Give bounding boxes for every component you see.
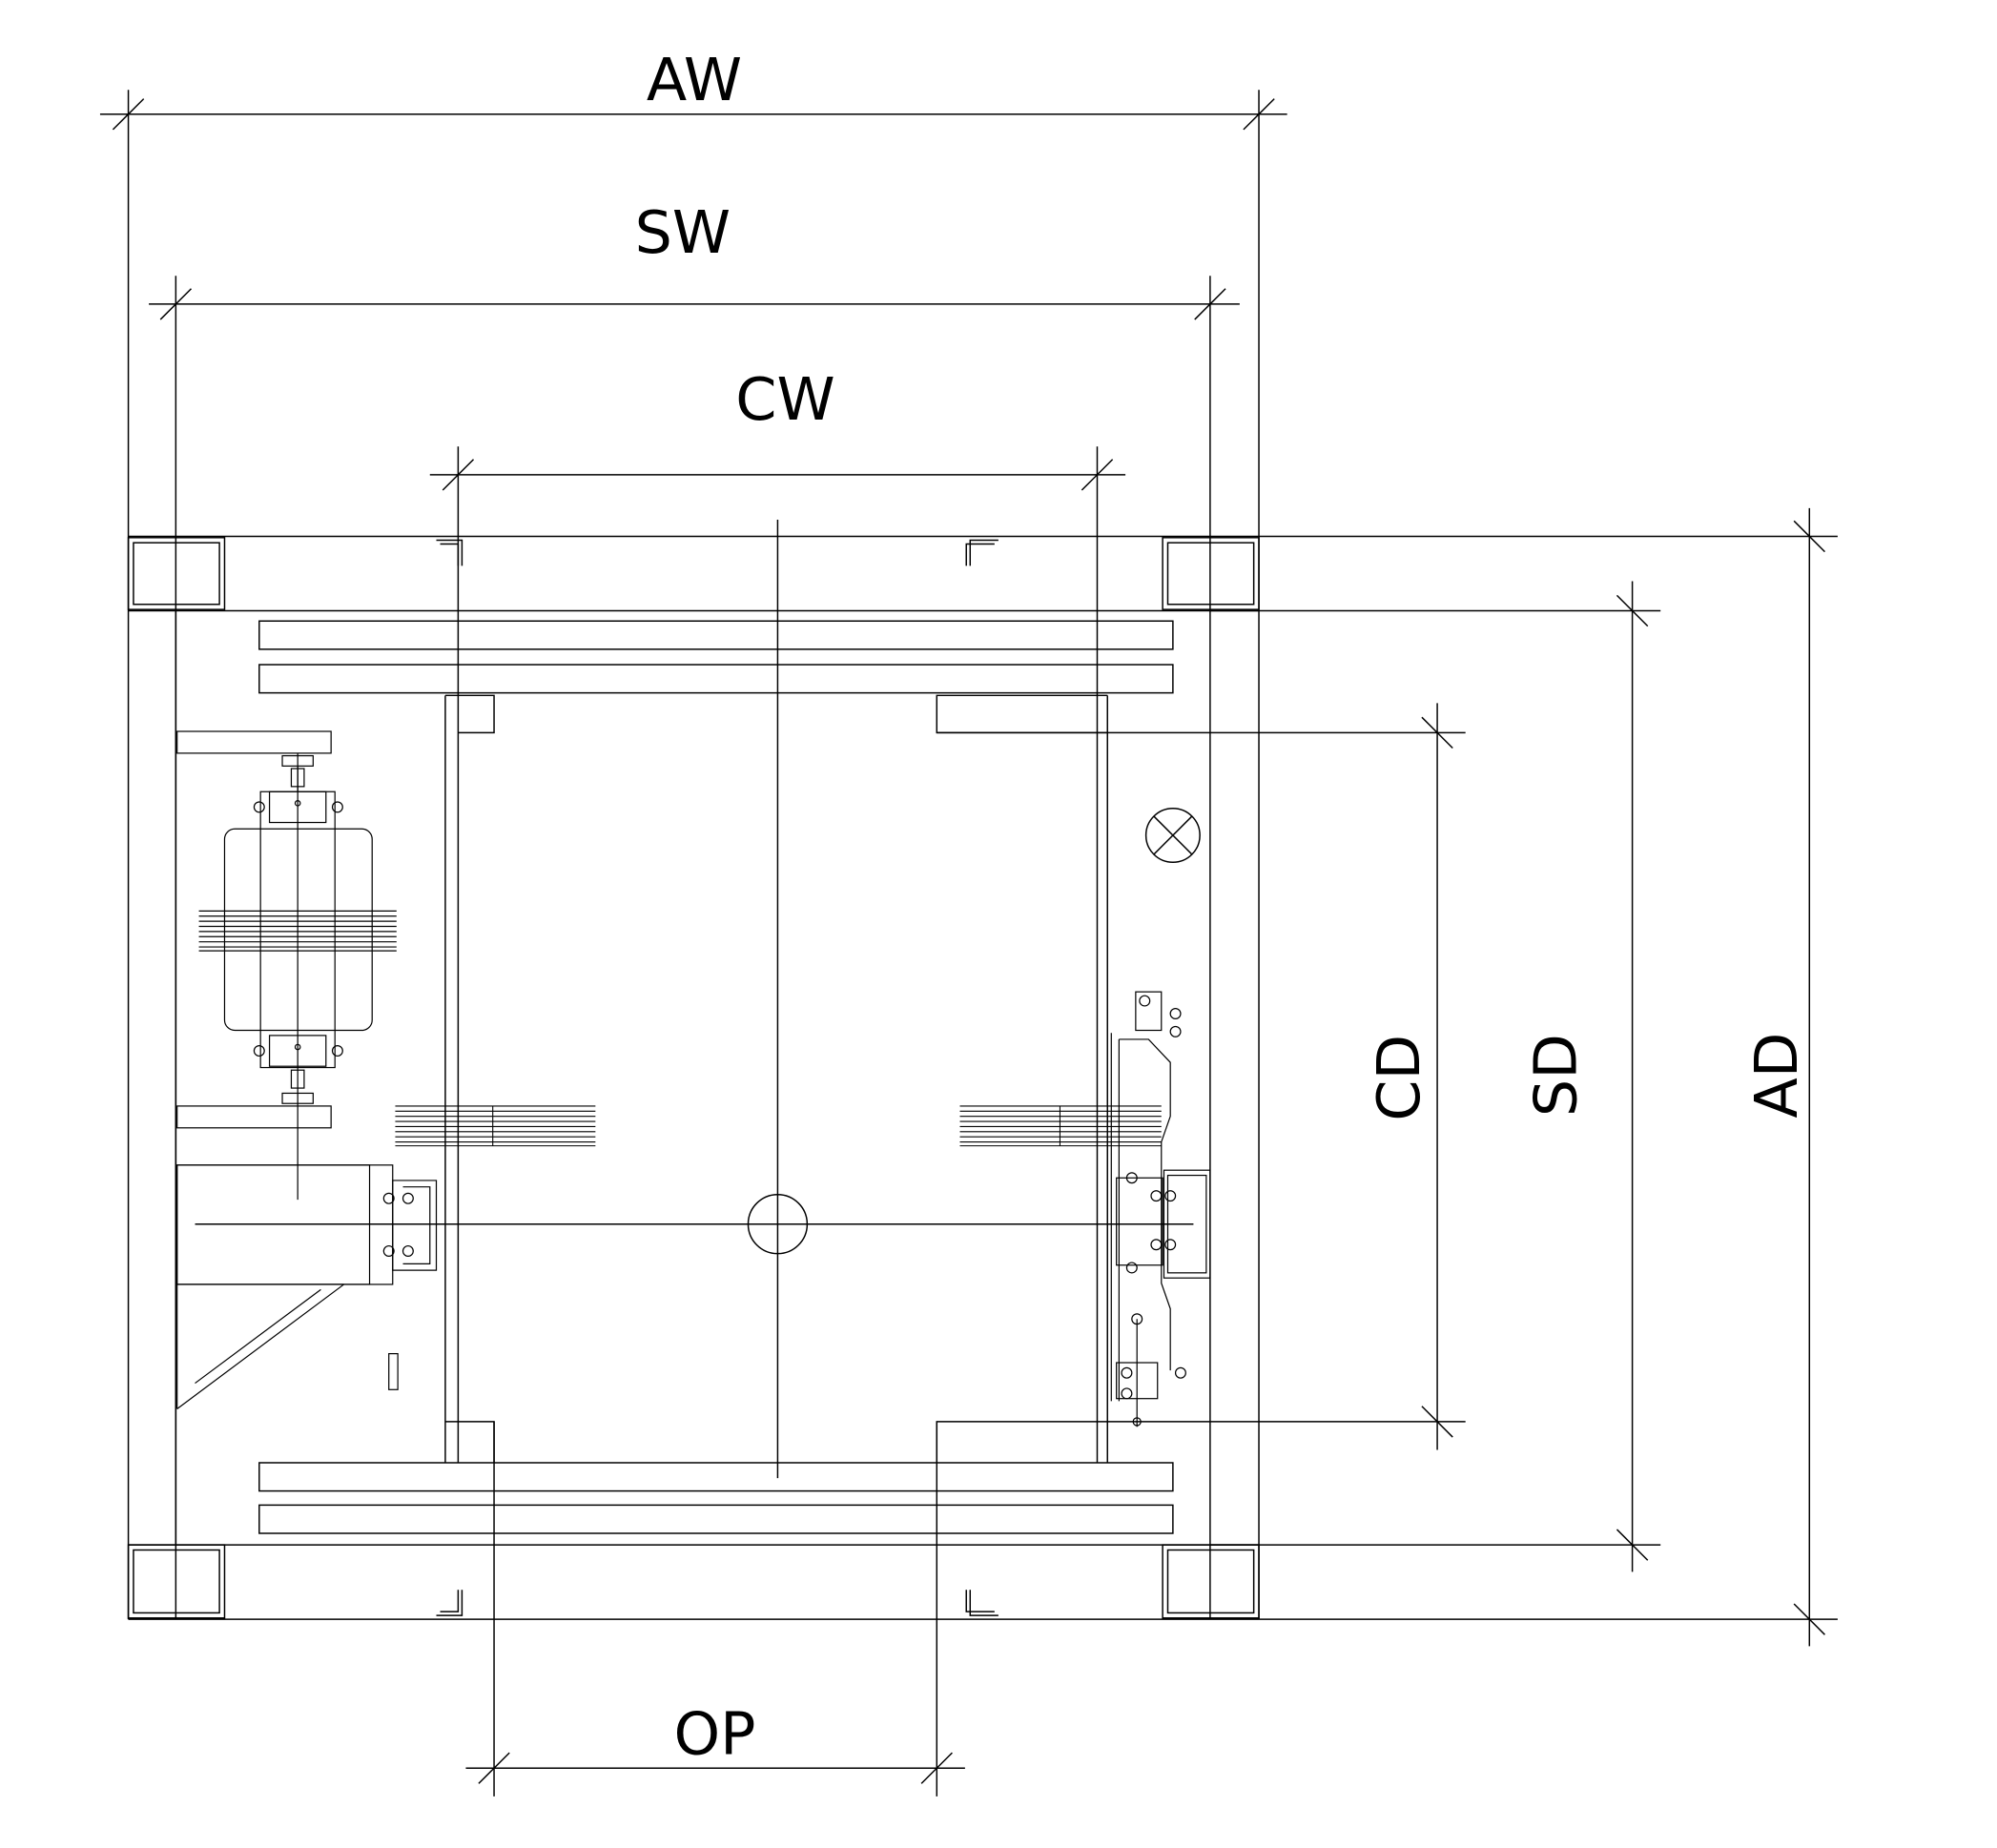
- corner-columns: [127, 537, 1260, 1619]
- circle-icon: [747, 1194, 809, 1255]
- dimension-aw: AW: [99, 46, 1287, 1620]
- dimension-cw: CW: [429, 365, 1126, 1463]
- counterweight-assembly: [176, 730, 438, 1409]
- label-aw: AW: [647, 46, 742, 114]
- dimension-cd: CD: [937, 703, 1466, 1450]
- dimension-sd: SD: [1209, 581, 1661, 1572]
- elevator-car: [195, 519, 1194, 1479]
- label-cd: CD: [1365, 1035, 1433, 1121]
- dimension-op: OP: [465, 1421, 965, 1797]
- dimension-ad: AD: [1259, 507, 1838, 1647]
- angle-brackets: [436, 539, 998, 1616]
- car-guide-assembly: [1110, 991, 1211, 1427]
- dimension-sw: SW: [149, 198, 1240, 1620]
- sills: [258, 620, 1174, 1534]
- label-cw: CW: [735, 365, 834, 434]
- label-sw: SW: [635, 198, 731, 267]
- car-door-left: [395, 1105, 596, 1147]
- circle-x-icon: [1144, 807, 1201, 863]
- label-sd: SD: [1521, 1034, 1590, 1117]
- label-op: OP: [673, 1699, 755, 1768]
- label-ad: AD: [1742, 1033, 1811, 1119]
- shaft-outline: [128, 535, 1260, 1620]
- car-door-right: [959, 1105, 1162, 1147]
